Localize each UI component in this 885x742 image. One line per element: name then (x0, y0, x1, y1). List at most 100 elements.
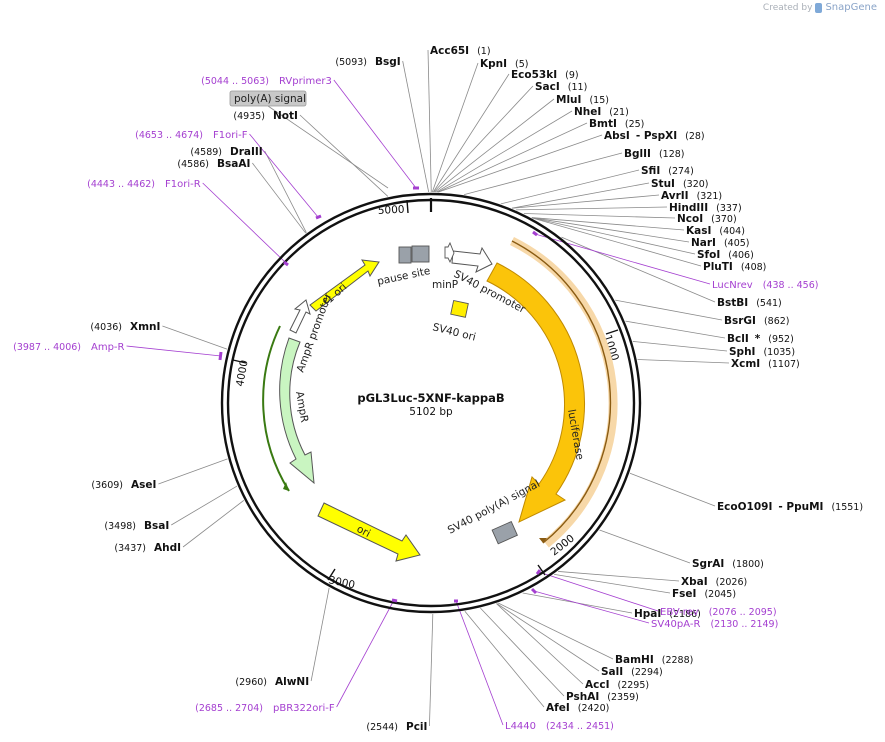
enzyme-site-bsai[interactable]: BsaI(3498) (104, 520, 169, 532)
enzyme-site-nhei[interactable]: NheI(21) (574, 106, 629, 118)
tick-label-4000: 4000 (234, 359, 250, 387)
primer-labels: LucNrev(438 .. 456) EBV-rev(2076 .. 2095)… (13, 76, 818, 732)
enzyme-site-sgrai[interactable]: SgrAI(1800) (692, 558, 764, 570)
enzyme-site-xmni[interactable]: XmnI(4036) (90, 321, 160, 333)
f1-ori-arrow (309, 259, 380, 312)
enzyme-name: BsrGI (724, 315, 756, 327)
enzyme-site-draiii[interactable]: DraIII(4589) (190, 146, 262, 158)
enzyme-position: (406) (728, 250, 754, 261)
primer-lucnrev[interactable]: LucNrev(438 .. 456) (712, 280, 818, 291)
primer-site-ebv-rev (535, 569, 542, 575)
primer-l4440[interactable]: L4440(2434 .. 2451) (505, 721, 614, 732)
enzyme-site-sphi[interactable]: SphI(1035) (729, 346, 795, 358)
primer-f1ori-f[interactable]: F1ori-F(4653 .. 4674) (135, 130, 248, 141)
enzyme-site-kasi[interactable]: KasI(404) (686, 225, 745, 237)
enzyme-site-pluti[interactable]: PluTI(408) (703, 261, 766, 273)
ampr-track-arrowhead (283, 482, 289, 491)
enzyme-site-bsgi[interactable]: BsgI(5093) (335, 56, 400, 68)
enzyme-site-sfii[interactable]: SfiI(274) (641, 165, 694, 177)
enzyme-name: FseI (672, 588, 696, 600)
primer-position: (4653 .. 4674) (135, 130, 203, 141)
enzyme-site-bsrgi[interactable]: BsrGI(862) (724, 315, 790, 327)
enzyme-site-bmti[interactable]: BmtI(25) (589, 118, 644, 130)
primer-sv40pa-r[interactable]: SV40pA-R(2130 .. 2149) (651, 619, 778, 630)
enzyme-site-hpai[interactable]: HpaI(2186) (634, 608, 701, 620)
enzyme-site-afei[interactable]: AfeI(2420) (546, 702, 609, 714)
enzyme-site-kpni[interactable]: KpnI(5) (480, 58, 529, 70)
enzyme-name: SfiI (641, 165, 660, 177)
enzyme-name: XcmI (731, 358, 760, 370)
enzyme-leader (162, 325, 228, 350)
primer-name: pBR322ori-F (273, 703, 335, 714)
enzyme-site-ncoi[interactable]: NcoI(370) (677, 213, 737, 225)
primer-f1ori-r[interactable]: F1ori-R(4443 .. 4462) (87, 179, 201, 190)
enzyme-name: AfeI (546, 702, 570, 714)
enzyme-site-bcli[interactable]: BclI*(952) (727, 333, 794, 345)
enzyme-name: HpaI (634, 608, 661, 620)
feature-label-ampr: AmpR (293, 390, 310, 423)
primer-name: L4440 (505, 721, 536, 732)
primer-leader (538, 571, 659, 612)
enzyme-name: SphI (729, 346, 755, 358)
enzyme-site-xcmi[interactable]: XcmI(1107) (731, 358, 800, 370)
credit-prefix: Created by (762, 2, 813, 13)
enzyme-site-eco53ki[interactable]: Eco53kI(9) (511, 69, 579, 81)
primer-rvprimer3[interactable]: RVprimer3(5044 .. 5063) (201, 76, 332, 87)
enzyme-site-bsaai[interactable]: BsaAI(4586) (177, 158, 250, 170)
enzyme-position: (2026) (716, 577, 748, 588)
enzyme-site-fsei[interactable]: FseI(2045) (672, 588, 736, 600)
primer-pbr322ori-f[interactable]: pBR322ori-F(2685 .. 2704) (195, 703, 335, 714)
enzyme-position: (128) (659, 149, 685, 160)
enzyme-site-bamhi[interactable]: BamHI(2288) (615, 654, 693, 666)
backbone-outer-strand (220, 192, 642, 614)
enzyme-site-acc65i[interactable]: Acc65I(1) (430, 45, 491, 57)
enzyme-site-absi[interactable]: AbsI- PspXI(28) (604, 130, 705, 142)
primer-ebv-rev[interactable]: EBV-rev(2076 .. 2095) (660, 607, 777, 618)
enzyme-position: (4036) (90, 322, 122, 333)
enzyme-name: EcoO109I (717, 501, 772, 513)
enzyme-site-sfoi[interactable]: SfoI(406) (697, 249, 754, 261)
enzyme-leader (615, 299, 723, 321)
enzyme-leader (438, 134, 603, 193)
primer-position: (4443 .. 4462) (87, 179, 155, 190)
enzyme-site-ecoo109i[interactable]: EcoO109I- PpuMI(1551) (717, 501, 863, 513)
enzyme-site-alwni[interactable]: AlwNI(2960) (235, 676, 309, 688)
features (262, 236, 618, 562)
enzyme-name: BsaI (144, 520, 169, 532)
primer-name: RVprimer3 (279, 76, 332, 87)
enzyme-position: (405) (724, 238, 750, 249)
enzyme-position: (2960) (235, 677, 267, 688)
enzyme-site-acci[interactable]: AccI(2295) (585, 679, 649, 691)
enzyme-position: (15) (589, 95, 609, 106)
enzyme-name: AhdI (154, 542, 181, 554)
enzyme-position: (2294) (631, 667, 663, 678)
enzyme-site-nari[interactable]: NarI(405) (691, 237, 750, 249)
enzyme-name: StuI (651, 178, 675, 190)
enzyme-name: AvrII (661, 190, 689, 202)
enzyme-site-hindiii[interactable]: HindIII(337) (669, 202, 742, 214)
enzyme-name: BglII (624, 148, 651, 160)
enzyme-site-noti[interactable]: NotI(4935) (233, 110, 298, 122)
plasmid-name: pGL3Luc-5XNF-kappaB (357, 391, 504, 405)
tick-5000-mark (406, 199, 409, 214)
enzyme-site-bstbi[interactable]: BstBI(541) (717, 297, 782, 309)
enzyme-site-stui[interactable]: StuI(320) (651, 178, 709, 190)
enzyme-site-avrii[interactable]: AvrII(321) (661, 190, 722, 202)
enzyme-site-ahdi[interactable]: AhdI(3437) (114, 542, 181, 554)
enzyme-site-mlui[interactable]: MluI(15) (556, 94, 609, 106)
enzyme-site-pcii[interactable]: PciI(2544) (366, 721, 427, 733)
enzyme-name: BmtI (589, 118, 617, 130)
enzyme-name: KasI (686, 225, 711, 237)
pause-site-box-b (411, 245, 430, 263)
enzyme-position: (541) (756, 298, 782, 309)
enzyme-site-bglii[interactable]: BglII (128) (624, 148, 684, 160)
enzyme-site-asei[interactable]: AseI(3609) (91, 479, 156, 491)
enzyme-site-saci[interactable]: SacI(11) (535, 81, 587, 93)
primer-amp-r[interactable]: Amp-R(3987 .. 4006) (13, 342, 124, 353)
enzyme-site-pshai[interactable]: PshAI(2359) (566, 691, 639, 703)
primer-leader (533, 590, 650, 624)
enzyme-name: Acc65I (430, 45, 469, 57)
enzyme-site-xbai[interactable]: XbaI(2026) (681, 576, 747, 588)
enzyme-site-sali[interactable]: SalI(2294) (601, 666, 663, 678)
